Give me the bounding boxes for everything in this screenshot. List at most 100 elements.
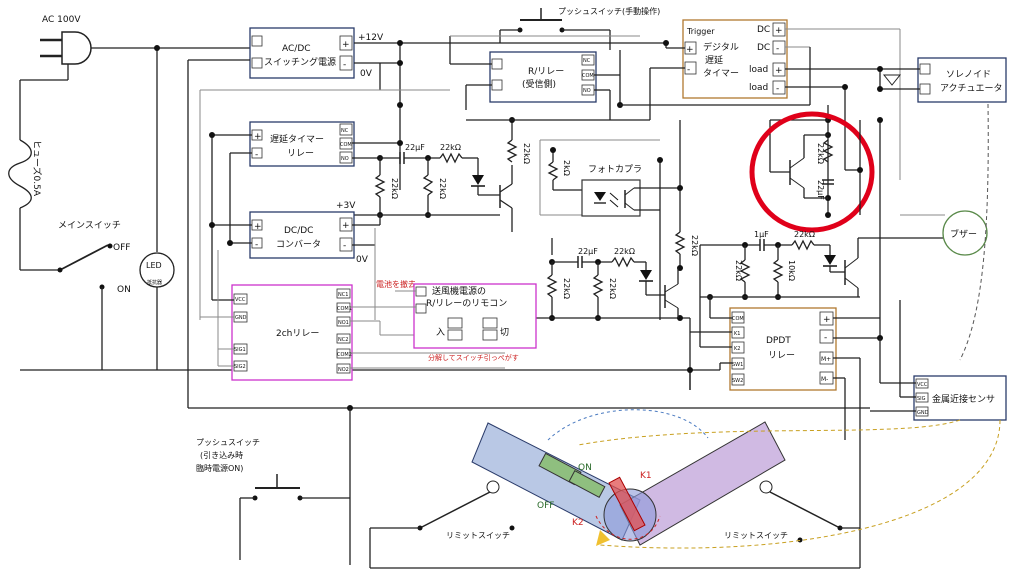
res22g-label: 22kΩ <box>562 278 571 299</box>
cap1u-label: 1μF <box>754 230 769 239</box>
capacitor-22uf-b <box>577 256 583 268</box>
r-relay-receiver <box>489 51 597 103</box>
push-manual-label: プッシュスイッチ(手動操作) <box>558 6 660 16</box>
sensor-sig: SIG <box>917 396 926 402</box>
cap22b-label: 22μF <box>578 247 598 256</box>
push2-l1: プッシュスイッチ <box>196 438 260 447</box>
res22f-label: 22kΩ <box>614 247 635 256</box>
relay-2ch <box>231 284 353 381</box>
load-plus-pin: + <box>775 66 783 76</box>
acdc-subtitle: スイッチング電源 <box>264 56 336 68</box>
load-plus-label: load <box>749 65 768 75</box>
photocoupler-label: フォトカプラ <box>588 164 642 175</box>
dpdt-mminus: M- <box>821 376 828 383</box>
dcdc-subtitle: コンバータ <box>276 239 321 250</box>
digital-delay-timer <box>682 19 788 99</box>
capacitor-22uf-c <box>822 179 834 185</box>
delay-no-pin: NO <box>341 156 349 162</box>
dpdt-plus: + <box>823 315 831 325</box>
remote-title2: R/リレーのリモコン <box>426 299 507 309</box>
dcdc-in-minus: - <box>255 240 258 250</box>
res22a-label: 22kΩ <box>440 143 461 152</box>
plus12v-label: +12V <box>358 33 384 43</box>
delay-nc-pin: NC <box>341 128 349 134</box>
k1-label: K1 <box>640 471 652 481</box>
relay2ch-title: 2chリレー <box>276 329 319 339</box>
dpdt-minus: - <box>824 333 827 343</box>
load-minus-pin: - <box>776 84 779 94</box>
fuse-icon <box>8 139 32 209</box>
mech-off-label: OFF <box>537 501 554 511</box>
solenoid-l2: アクチュエータ <box>940 83 1003 94</box>
fuse-label: ヒューズ0.5A <box>31 140 43 197</box>
zero-v-label-a: 0V <box>360 69 373 79</box>
mechanism <box>471 409 786 546</box>
transistor-3 <box>789 157 805 189</box>
solenoid-actuator <box>917 57 1007 103</box>
relay2ch-no1: NO1 <box>338 320 349 326</box>
delay-com-pin: COM <box>340 142 352 148</box>
delay-timer-relay <box>249 121 355 167</box>
push2-l3: 臨時電源ON) <box>196 463 243 473</box>
res2k-label: 2kΩ <box>562 160 571 176</box>
transistor-1 <box>499 183 513 209</box>
res22b-label: 22kΩ <box>390 178 399 199</box>
remote-title1: 送風機電源の <box>432 285 486 297</box>
limit-switch-right <box>759 480 843 543</box>
dpdt-sw2: SW2 <box>732 378 743 384</box>
timer-plus-pin: + <box>686 45 694 55</box>
transistor-4 <box>844 257 859 289</box>
delay-relay-title: 遅延タイマー <box>270 133 324 145</box>
relay2ch-no2: NO2 <box>338 367 349 373</box>
acdc-minus-pin: - <box>343 60 346 70</box>
dcdc-title: DC/DC <box>284 226 313 236</box>
relay2ch-vcc: VCC <box>235 297 246 303</box>
dpdt-com: COM <box>732 316 744 322</box>
trigger-label: Trigger <box>686 27 715 36</box>
dc-minus-label: DC <box>757 43 770 53</box>
dpdt-k1: K1 <box>734 331 740 337</box>
timer-title: デジタル <box>703 41 739 53</box>
load-minus-label: load <box>749 83 768 93</box>
rrelay-nc-pin: NC <box>583 58 591 64</box>
in-label: 入 <box>436 327 445 338</box>
dpdt-mplus: M+ <box>821 356 831 363</box>
relay2ch-gnd: GND <box>235 315 247 321</box>
timer-l2: 遅延 <box>705 54 723 66</box>
dpdt-k2: K2 <box>734 346 740 352</box>
highlight-circle <box>749 111 875 233</box>
dc-plus-pin: + <box>775 26 783 36</box>
metal-proximity-sensor <box>913 375 1007 421</box>
transistor-2 <box>664 283 679 309</box>
relay2ch-nc2: NC2 <box>338 337 348 343</box>
dc-plus-label: DC <box>757 25 770 35</box>
rrelay-com-pin: COM <box>582 73 594 79</box>
dpdt-title: DPDT <box>766 336 791 346</box>
sensor-label: 金属近接センサ <box>932 393 995 405</box>
delay-relay-plus: + <box>254 132 262 142</box>
plug-icon <box>40 31 92 65</box>
res22e-label: 22kΩ <box>690 235 699 256</box>
cap22c-label: 22μF <box>816 180 825 200</box>
dc-minus-pin: - <box>776 44 779 54</box>
limit-right-label: リミットスイッチ <box>724 531 788 540</box>
relay2ch-sig2: SIG2 <box>234 364 246 370</box>
remote-note-red: 電池を撤去 <box>376 279 416 289</box>
led-label: LED <box>146 261 162 270</box>
delay-relay-subtitle: リレー <box>287 149 314 159</box>
sensor-gnd: GND <box>917 410 929 416</box>
plus3v-label: +3V <box>336 201 356 211</box>
acdc-plus-pin: + <box>342 40 350 50</box>
delay-relay-minus: - <box>255 150 258 160</box>
res22d-label: 22kΩ <box>522 143 531 164</box>
res22l-label: 22kΩ <box>734 260 743 281</box>
limit-switch-left <box>417 480 515 531</box>
dpdt-subtitle: リレー <box>768 351 795 361</box>
limit-left-label: リミットスイッチ <box>446 531 510 540</box>
relay2ch-sig1: SIG1 <box>234 347 246 353</box>
timer-l3: タイマー <box>703 68 739 79</box>
capacitor-1uf <box>759 239 765 251</box>
res22h-label: 22kΩ <box>608 278 617 299</box>
dpdt-relay <box>729 307 837 391</box>
acdc-title: AC/DC <box>282 44 311 54</box>
